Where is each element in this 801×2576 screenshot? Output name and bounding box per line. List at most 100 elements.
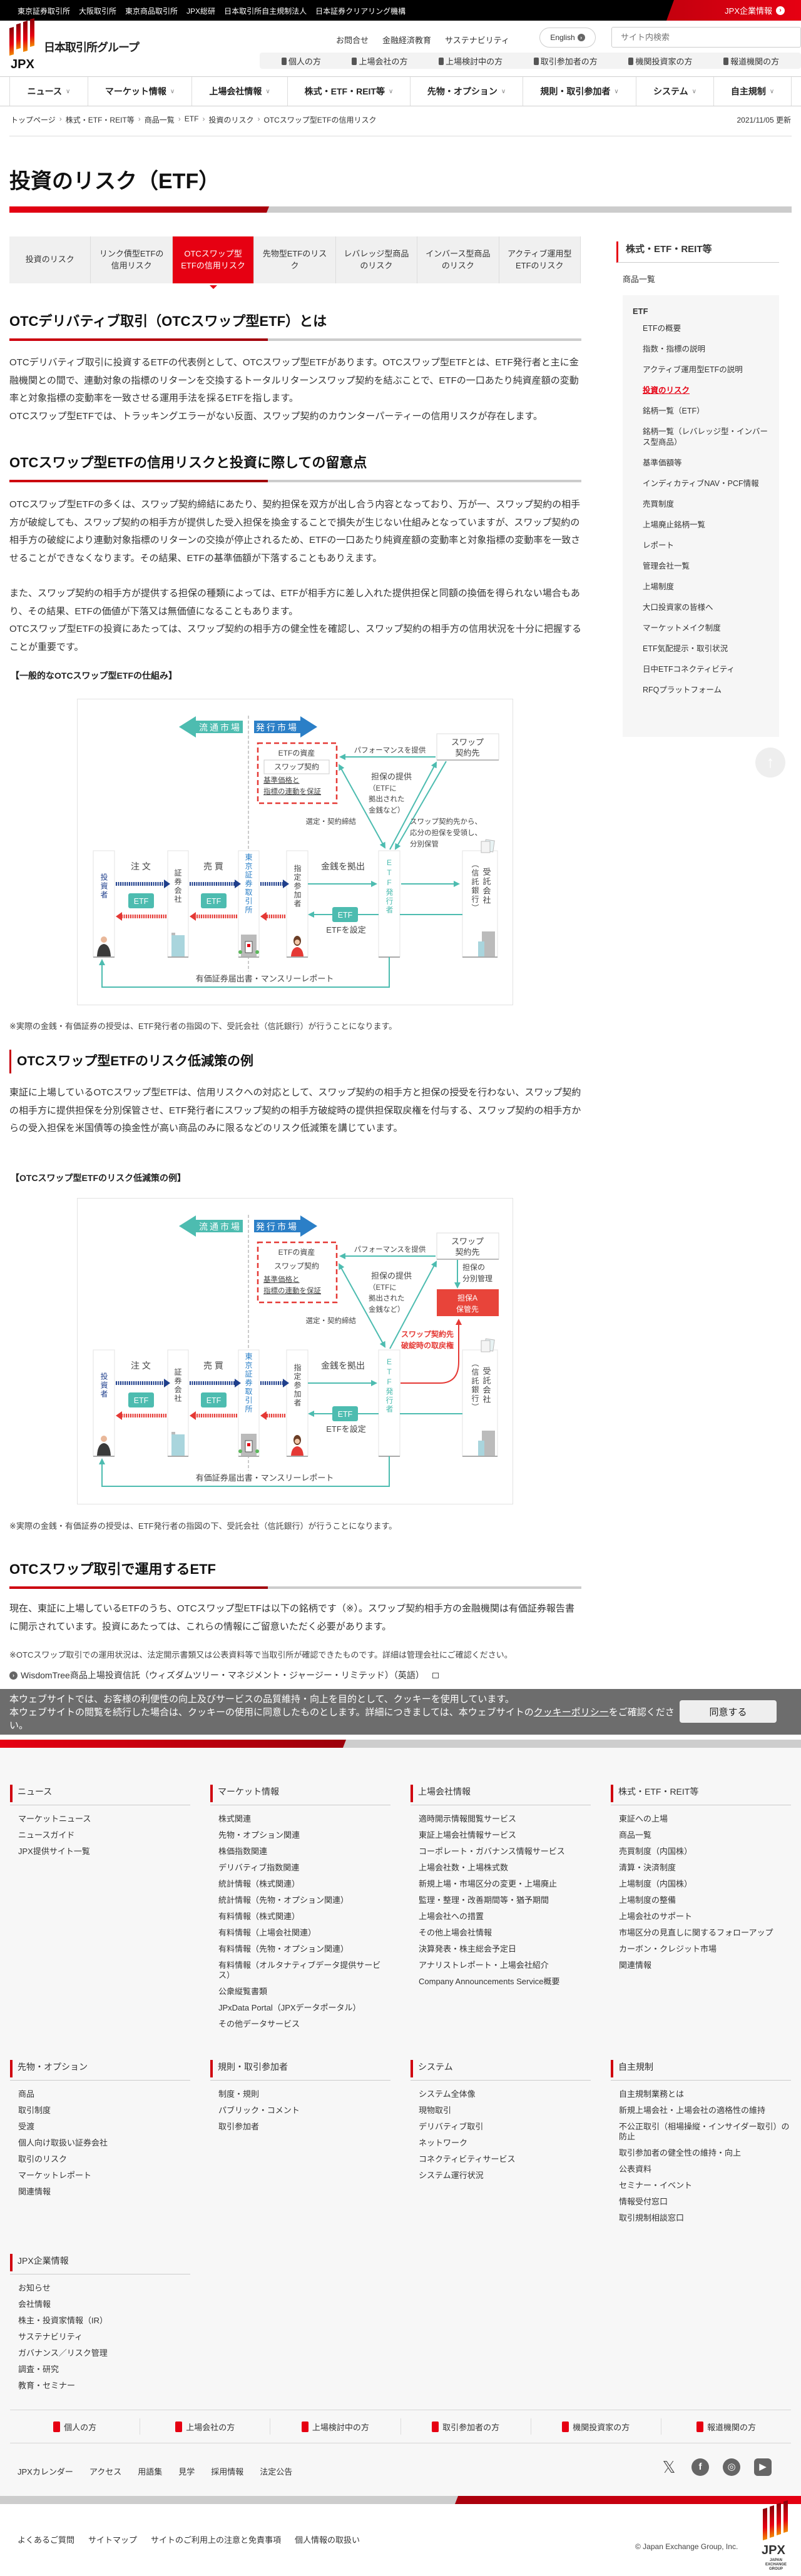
footer-link[interactable]: 受渡	[18, 2122, 35, 2131]
footer-link[interactable]: 商品一覧	[619, 1830, 652, 1840]
footer-link[interactable]: コネクティビティサービス	[419, 2154, 516, 2164]
footer-audience-link[interactable]: 機関投資家の方	[531, 2418, 661, 2435]
cookie-agree-button[interactable]: 同意する	[680, 1700, 777, 1723]
tab[interactable]: インバース型商品のリスク	[417, 236, 499, 283]
audience-link[interactable]: 機関投資家の方	[628, 55, 692, 67]
footer-link[interactable]: コーポレート・ガバナンス情報サービス	[419, 1847, 565, 1856]
audience-link[interactable]: 上場会社の方	[352, 55, 407, 67]
nav-item[interactable]: マーケット情報∨	[88, 77, 191, 106]
tab[interactable]: アクティブ運用型ETFのリスク	[499, 236, 581, 283]
footer-audience-link[interactable]: 報道機関の方	[661, 2418, 791, 2435]
bottom-link[interactable]: 個人情報の取扱い	[295, 2535, 360, 2545]
footer-link[interactable]: 決算発表・株主総会予定日	[419, 1944, 517, 1954]
footer-link[interactable]: 上場会社への措置	[419, 1912, 484, 1921]
footer-link[interactable]: 株価指数関連	[218, 1847, 268, 1856]
tab[interactable]: OTCスワップ型ETFの信用リスク	[172, 236, 255, 289]
tab[interactable]: リンク債型ETFの信用リスク	[91, 236, 173, 283]
footer-link[interactable]: 制度・規則	[218, 2089, 260, 2099]
footer-link[interactable]: 東証への上場	[619, 1814, 668, 1823]
sidebar-item[interactable]: 上場制度	[643, 582, 675, 591]
tab[interactable]: 先物型ETFのリスク	[254, 236, 336, 283]
sidebar-item[interactable]: 銘柄一覧（レバレッジ型・インバース型商品）	[643, 427, 768, 447]
footer-link[interactable]: 見学	[178, 2467, 195, 2477]
instagram-icon[interactable]: ◎	[723, 2458, 740, 2476]
footer-link[interactable]: 新規上場・市場区分の変更・上場廃止	[419, 1879, 558, 1889]
sidebar-item[interactable]: 大口投資家の皆様へ	[643, 603, 713, 612]
nav-item[interactable]: ニュース∨	[9, 77, 88, 106]
footer-link[interactable]: 個人向け取扱い証券会社	[18, 2138, 108, 2148]
footer-link[interactable]: 上場制度（内国株）	[619, 1879, 693, 1889]
sidebar-group-etf[interactable]: ETF	[633, 307, 648, 316]
group-site-link[interactable]: 東京証券取引所	[18, 7, 71, 16]
sidebar-item[interactable]: 投資のリスク	[643, 386, 690, 395]
header-link[interactable]: サステナビリティ	[445, 36, 509, 45]
group-site-link[interactable]: 日本証券クリアリング機構	[315, 7, 406, 16]
footer-link[interactable]: 有料情報（オルタナティブデータ提供サービス）	[218, 1960, 381, 1980]
sidebar-item[interactable]: 日中ETFコネクティビティ	[643, 665, 735, 674]
footer-link[interactable]: アナリストレポート・上場会社紹介	[419, 1960, 549, 1970]
footer-link[interactable]: 教育・セミナー	[18, 2381, 76, 2390]
sidebar-item[interactable]: 上場廃止銘柄一覧	[643, 520, 706, 529]
x-icon[interactable]: 𝕏	[662, 2458, 676, 2477]
footer-link[interactable]: その他上場会社情報	[419, 1928, 492, 1937]
footer-link[interactable]: 市場区分の見直しに関するフォローアップ	[619, 1928, 773, 1937]
nav-item[interactable]: 株式・ETF・REIT等∨	[287, 77, 410, 106]
footer-link[interactable]: 用語集	[138, 2467, 163, 2477]
nav-item[interactable]: 先物・オプション∨	[410, 77, 523, 106]
footer-audience-link[interactable]: 上場検討中の方	[270, 2418, 401, 2435]
footer-column-heading[interactable]: JPX企業情報	[10, 2254, 190, 2271]
footer-link[interactable]: 取引制度	[18, 2106, 51, 2115]
footer-link[interactable]: ガバナンス／リスク管理	[18, 2348, 108, 2358]
sidebar-item[interactable]: アクティブ運用型ETFの説明	[643, 365, 743, 374]
footer-link[interactable]: サステナビリティ	[18, 2332, 83, 2341]
footer-column-heading[interactable]: 上場会社情報	[411, 1785, 591, 1802]
footer-link[interactable]: JPX提供サイト一覧	[18, 1847, 90, 1856]
footer-link[interactable]: デリバティブ指数関連	[218, 1863, 300, 1872]
footer-link[interactable]: カーボン・クレジット市場	[619, 1944, 717, 1954]
footer-link[interactable]: 適時開示情報閲覧サービス	[419, 1814, 517, 1823]
footer-link[interactable]: 情報受付窓口	[619, 2197, 668, 2206]
footer-link[interactable]: 不公正取引（相場操縦・インサイダー取引）の防止	[619, 2122, 790, 2141]
footer-link[interactable]: 有料情報（先物・オプション関連）	[218, 1944, 349, 1954]
youtube-icon[interactable]: ▶	[754, 2458, 772, 2476]
footer-column-heading[interactable]: 自主規制	[611, 2060, 791, 2077]
sidebar-item[interactable]: インディカティブNAV・PCF情報	[643, 479, 759, 488]
sidebar-item[interactable]: 銘柄一覧（ETF）	[643, 407, 705, 415]
sidebar-item[interactable]: 管理会社一覧	[643, 562, 690, 570]
footer-column-heading[interactable]: ニュース	[10, 1785, 190, 1802]
footer-link[interactable]: 採用情報	[211, 2467, 244, 2477]
sidebar-item-product-list[interactable]: 商品一覧	[623, 275, 656, 284]
footer-link[interactable]: 公衆縦覧書類	[218, 1987, 268, 1996]
footer-link[interactable]: 法定公告	[260, 2467, 293, 2477]
footer-link[interactable]: デリバティブ取引	[419, 2122, 484, 2131]
sidebar-item[interactable]: ETF気配提示・取引状況	[643, 644, 728, 653]
footer-link[interactable]: 関連情報	[18, 2187, 51, 2196]
footer-link[interactable]: 上場会社のサポート	[619, 1912, 693, 1921]
breadcrumb-item[interactable]: 投資のリスク	[208, 116, 254, 124]
footer-link[interactable]: 会社情報	[18, 2300, 51, 2309]
jpx-logo[interactable]: 日本取引所グループ JPX	[9, 18, 160, 78]
footer-link[interactable]: 株主・投資家情報（IR）	[18, 2316, 108, 2325]
jpx-corporate-link[interactable]: JPX企業情報›	[666, 0, 801, 21]
footer-link[interactable]: JPxData Portal（JPXデータポータル）	[218, 2003, 361, 2012]
footer-column-heading[interactable]: 規則・取引参加者	[210, 2060, 390, 2077]
footer-link[interactable]: 統計情報（先物・オプション関連）	[218, 1895, 349, 1905]
bottom-link[interactable]: サイトのご利用上の注意と免責事項	[151, 2535, 282, 2545]
breadcrumb-item[interactable]: ETF	[184, 114, 199, 123]
sidebar-item[interactable]: ETFの概要	[643, 324, 681, 333]
audience-link[interactable]: 取引参加者の方	[533, 55, 598, 67]
footer-link[interactable]: 商品	[18, 2089, 35, 2099]
nav-item[interactable]: 規則・取引参加者∨	[523, 77, 636, 106]
footer-link[interactable]: 上場制度の整備	[619, 1895, 676, 1905]
footer-link[interactable]: お知らせ	[18, 2283, 51, 2293]
footer-link[interactable]: 上場会社数・上場株式数	[419, 1863, 509, 1872]
footer-link[interactable]: 清算・決済制度	[619, 1863, 676, 1872]
wisdomtree-link[interactable]: ›WisdomTree商品上場投資信託（ウィズダムツリー・マネジメント・ジャージ…	[9, 1669, 439, 1681]
group-site-link[interactable]: 大阪取引所	[79, 7, 117, 16]
sidebar-item[interactable]: RFQプラットフォーム	[643, 686, 722, 694]
footer-link[interactable]: 統計情報（株式関連）	[218, 1879, 300, 1889]
footer-link[interactable]: 監理・整理・改善期間等・猶予期間	[419, 1895, 549, 1905]
footer-link[interactable]: 有料情報（上場会社関連）	[218, 1928, 317, 1937]
footer-link[interactable]: 自主規制業務とは	[619, 2089, 685, 2099]
footer-link[interactable]: Company Announcements Service概要	[419, 1977, 560, 1986]
